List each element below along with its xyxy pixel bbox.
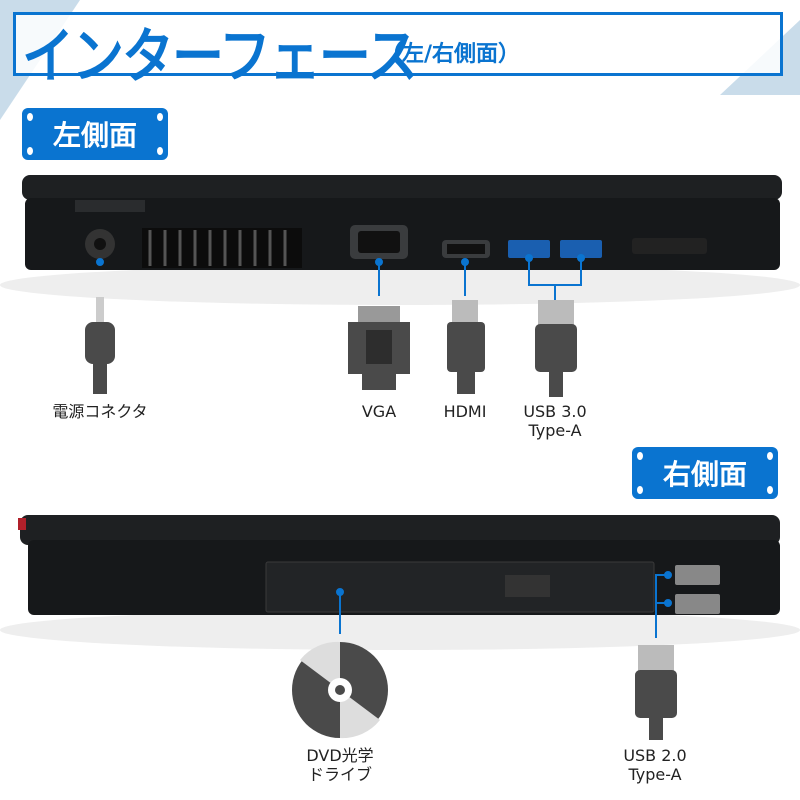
left-side-badge: 左側面 bbox=[22, 108, 168, 160]
badge-label: 右側面 bbox=[662, 458, 747, 491]
leader-lines-right bbox=[336, 571, 672, 638]
laptop-left-side bbox=[0, 175, 800, 305]
usb-plug-icon bbox=[635, 645, 677, 740]
hdmi-plug-icon bbox=[447, 300, 485, 394]
page-title: インターフェース bbox=[22, 22, 418, 92]
port-label-hdmi: HDMI bbox=[443, 402, 487, 421]
dc-plug-icon bbox=[85, 297, 115, 394]
laptop-right-side bbox=[0, 515, 800, 650]
title-frame bbox=[13, 12, 783, 76]
port-label-dvd: DVD光学ドライブ bbox=[306, 746, 374, 784]
vga-plug-icon bbox=[348, 306, 410, 390]
page-subtitle: （左/右側面） bbox=[380, 42, 521, 67]
badge-label: 左側面 bbox=[52, 119, 137, 152]
vent-grill bbox=[148, 230, 287, 266]
port-label-power: 電源コネクタ bbox=[52, 402, 148, 421]
leader-lines-left bbox=[96, 254, 585, 300]
port-label-vga: VGA bbox=[361, 402, 397, 421]
usb-plug-icon bbox=[535, 300, 577, 397]
right-side-badge: 右側面 bbox=[632, 447, 778, 499]
disc-icon bbox=[292, 641, 388, 739]
